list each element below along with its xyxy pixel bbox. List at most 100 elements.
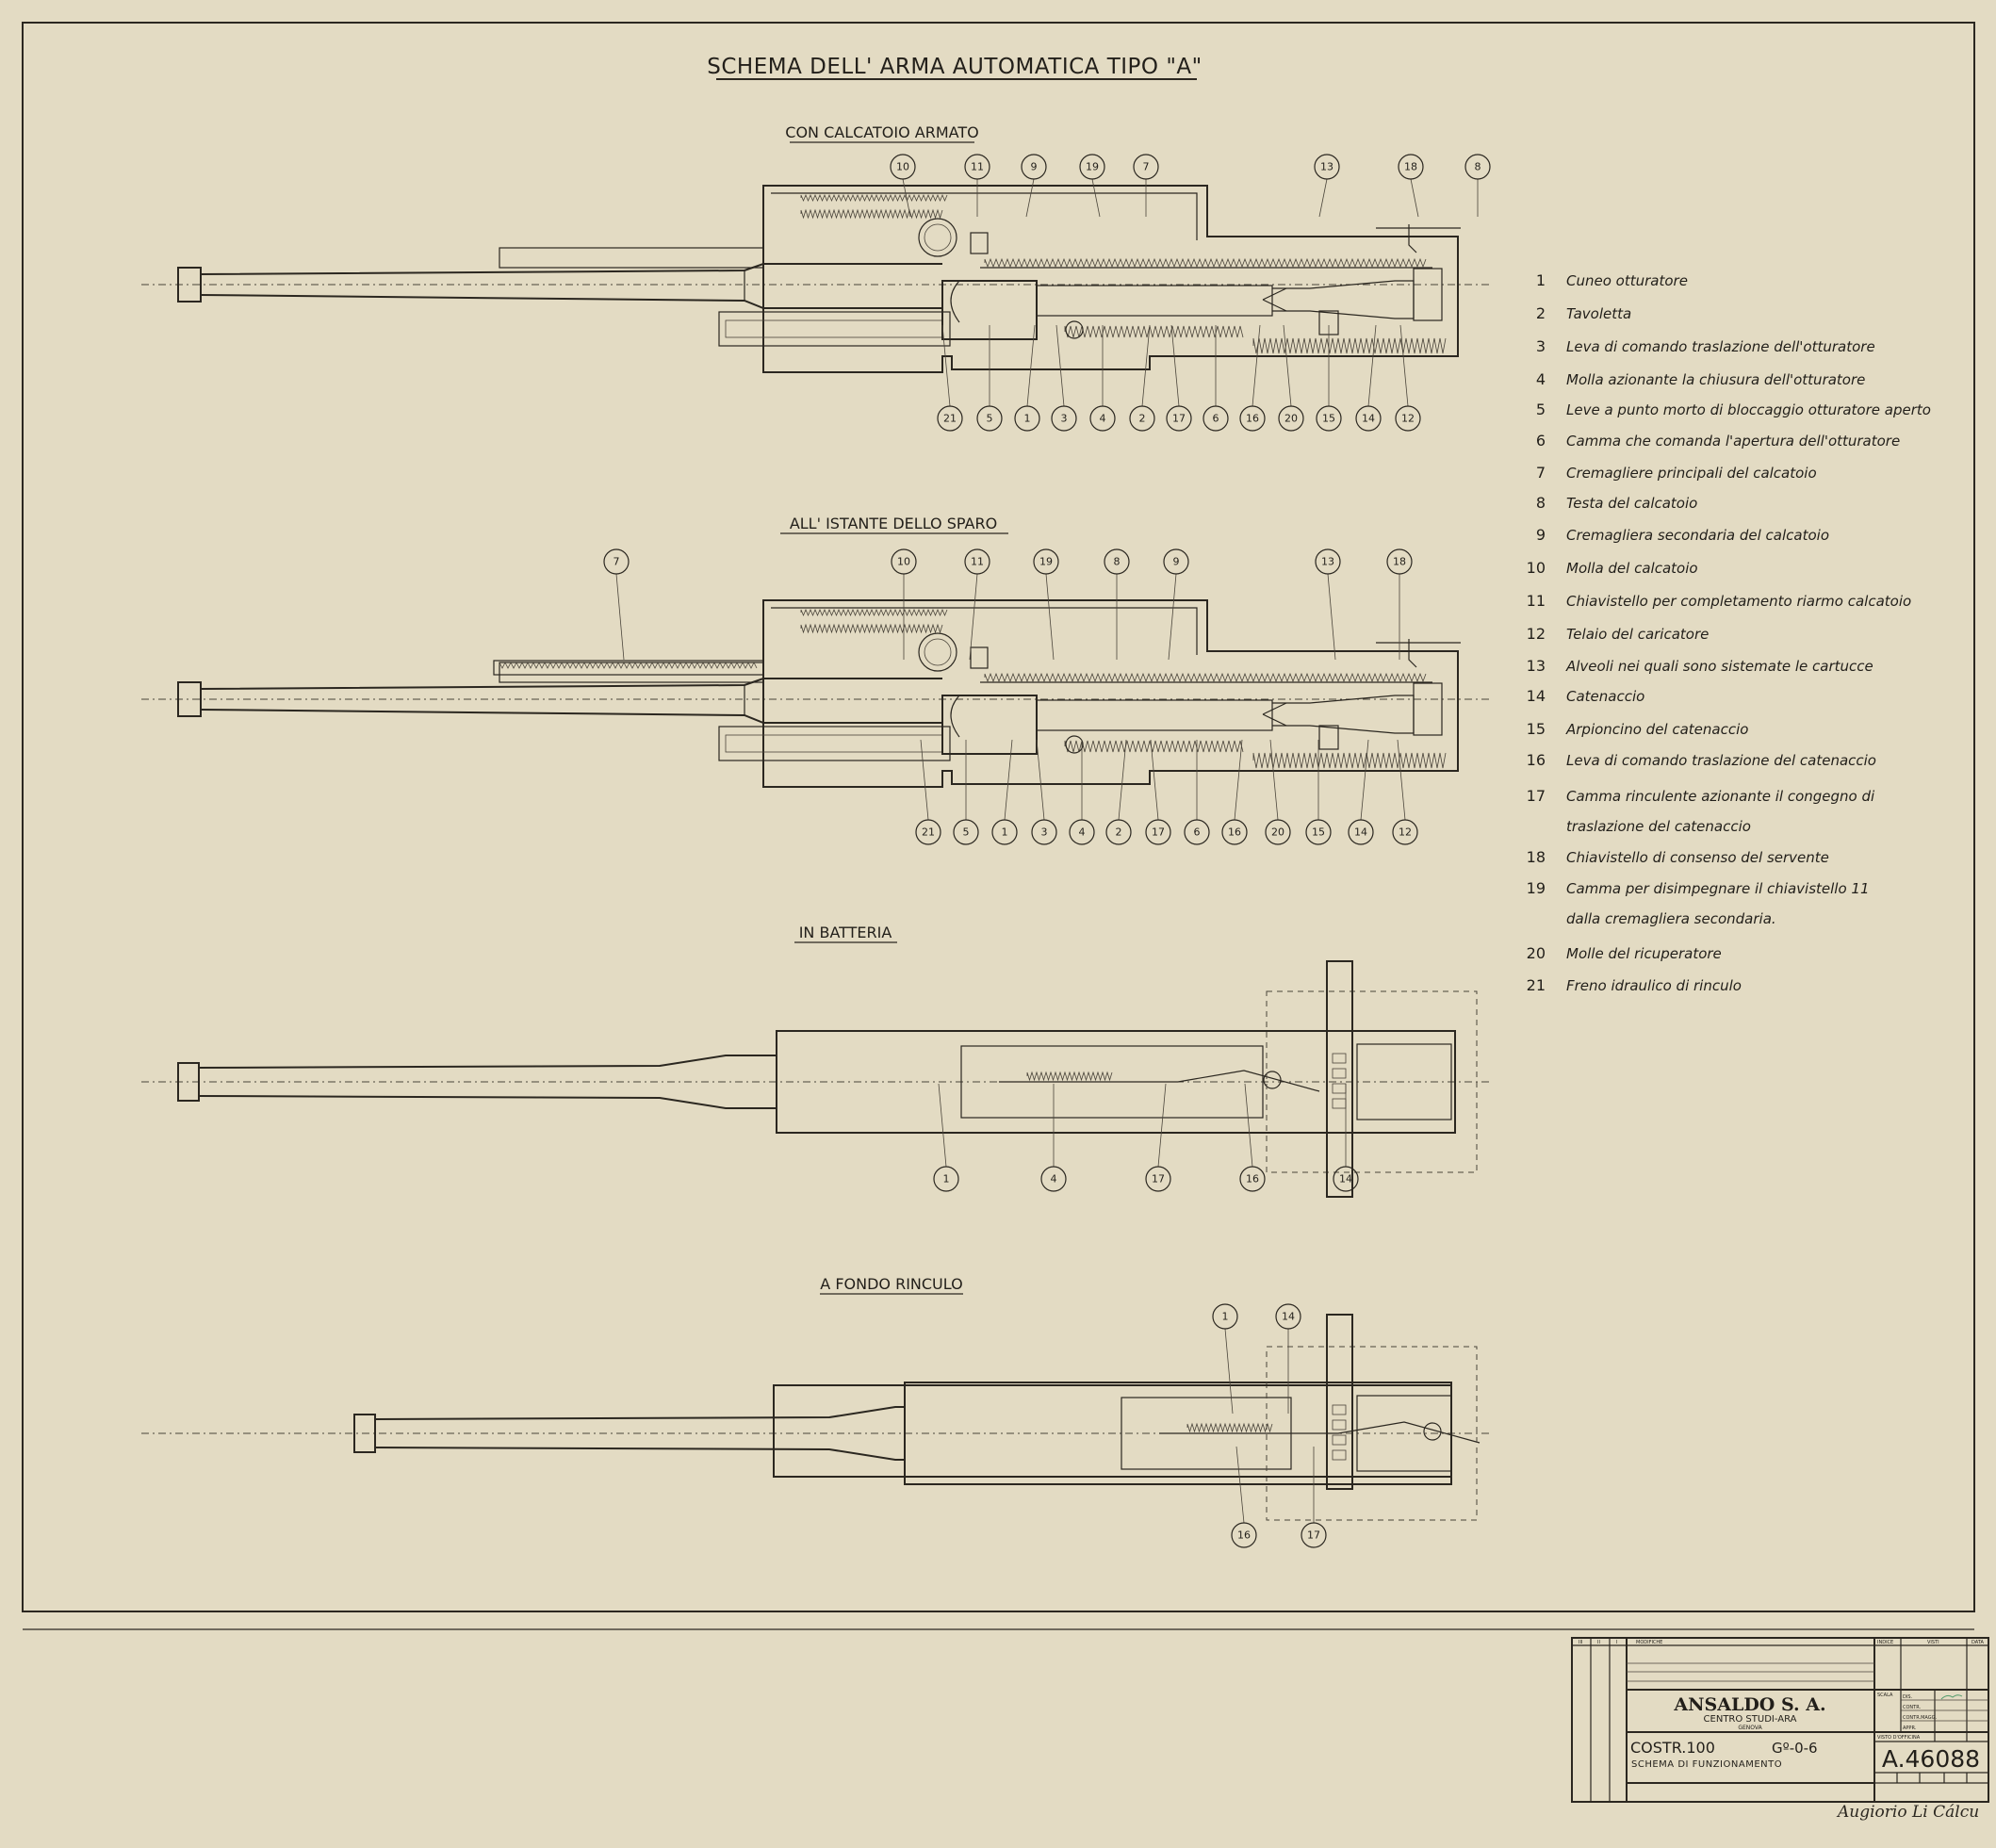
callout-leader — [1397, 739, 1406, 821]
callout-number: 17 — [1307, 1529, 1320, 1542]
callout-number: 13 — [1320, 161, 1333, 173]
callout-leader — [1170, 324, 1180, 407]
spring — [800, 623, 943, 634]
callout-circle — [1014, 405, 1040, 432]
legend-text: Molla azionante la chiusura dell'otturat… — [1566, 371, 1865, 388]
callout-number: 19 — [1086, 161, 1099, 173]
callout-circle — [1278, 405, 1304, 432]
callout-leader — [1004, 739, 1013, 821]
callout-circle — [1464, 154, 1491, 180]
callout-number: 9 — [1031, 161, 1038, 173]
legend-text: dalla cremagliera secondaria. — [1566, 910, 1776, 927]
legend-text: Catenaccio — [1566, 688, 1644, 705]
header-col-ii: II — [1597, 1640, 1600, 1645]
callout-circle — [1184, 819, 1210, 845]
pinion-gear — [918, 632, 957, 672]
callout-circle — [933, 1166, 959, 1192]
callout-leader — [1091, 178, 1101, 218]
legend-text: Leva di comando traslazione del catenacc… — [1566, 752, 1876, 769]
title-block: III II I MODIFICHE INDICE VISTI DATA ANS… — [1571, 1637, 1989, 1822]
city: GENOVA — [1738, 1725, 1762, 1731]
latch-11 — [970, 646, 989, 669]
legend-text: Molla del calcatoio — [1566, 560, 1698, 577]
receiver — [776, 1030, 1456, 1134]
callout-circle — [1316, 405, 1342, 432]
callout-circle — [1305, 819, 1332, 845]
callout-number: 12 — [1401, 413, 1415, 425]
spring — [1064, 325, 1244, 338]
callout-circle — [937, 405, 963, 432]
callout-leader — [1157, 1083, 1167, 1168]
legend-text: Chiavistello di consenso del servente — [1566, 849, 1829, 866]
callout-number: 10 — [896, 161, 909, 173]
role-contr: CONTR. — [1903, 1705, 1922, 1710]
callout-circle — [1301, 1522, 1327, 1548]
callout-number: 14 — [1354, 826, 1367, 839]
housing-inner — [771, 192, 1198, 240]
callout-number: 11 — [971, 556, 984, 568]
callout-leader — [920, 739, 929, 821]
callout-circle — [1133, 154, 1159, 180]
legend-text: Leve a punto morto di bloccaggio otturat… — [1566, 401, 1931, 418]
servant-latch — [1376, 224, 1461, 253]
callout-number: 17 — [1152, 826, 1165, 839]
housing — [762, 185, 1459, 373]
legend-text: Camma per disimpegnare il chiavistello 1… — [1566, 880, 1870, 897]
legend-text: Cremagliera secondaria del calcatoio — [1566, 527, 1829, 544]
recoiled-receiver — [773, 1384, 1452, 1478]
spring — [984, 672, 1427, 683]
callout-number: 9 — [1173, 556, 1180, 568]
callout-leader — [969, 573, 978, 661]
callout-leader — [1141, 324, 1151, 407]
lever-pivot — [1065, 735, 1084, 754]
callout-circle — [1104, 548, 1130, 575]
callout-number: 8 — [1475, 161, 1481, 173]
callout-leader — [1327, 573, 1336, 661]
callout-number: 18 — [1393, 556, 1406, 568]
callout-circle — [1069, 819, 1095, 845]
drawing-title: SCHEMA DELL' ARMA AUTOMATICA TIPO "A" — [707, 55, 1202, 79]
header-col-i: I — [1616, 1640, 1617, 1645]
role-contr-magg: CONTR.MAGG. — [1903, 1715, 1938, 1721]
callout-number: 16 — [1237, 1529, 1251, 1542]
housing — [762, 599, 1459, 788]
chamber-block — [1036, 285, 1273, 317]
callout-circle — [1033, 548, 1059, 575]
callout-circle — [1145, 819, 1171, 845]
header-col-data: DATA — [1971, 1640, 1984, 1645]
department: CENTRO STUDI-ARA — [1704, 1714, 1797, 1725]
loader-outline — [1266, 1346, 1478, 1521]
callout-number: 16 — [1228, 826, 1241, 839]
callout-number: 19 — [1039, 556, 1053, 568]
callout-circle — [964, 548, 990, 575]
projectile-tip — [1262, 702, 1287, 727]
legend-number: 5 — [1536, 401, 1546, 418]
recoil-brake-cylinder — [718, 726, 951, 761]
callout-circle — [1315, 548, 1341, 575]
legend-number: 13 — [1527, 657, 1546, 675]
callout-circle — [1265, 819, 1291, 845]
pinion-gear — [918, 218, 957, 257]
callout-leader — [1234, 739, 1243, 821]
callout-number: 5 — [987, 413, 993, 425]
callout-leader — [938, 1083, 947, 1168]
callout-leader — [902, 178, 911, 218]
callout-circle — [1212, 1303, 1238, 1330]
workshop-label: VISTO D'OFFICINA — [1877, 1735, 1921, 1741]
callout-circle — [1021, 154, 1047, 180]
callout-number: 3 — [1061, 413, 1068, 425]
callout-number: 14 — [1362, 413, 1375, 425]
bolt-slot — [1332, 1419, 1347, 1431]
callout-number: 21 — [922, 826, 935, 839]
callout-number: 14 — [1282, 1311, 1295, 1323]
callout-leader — [1318, 178, 1328, 218]
